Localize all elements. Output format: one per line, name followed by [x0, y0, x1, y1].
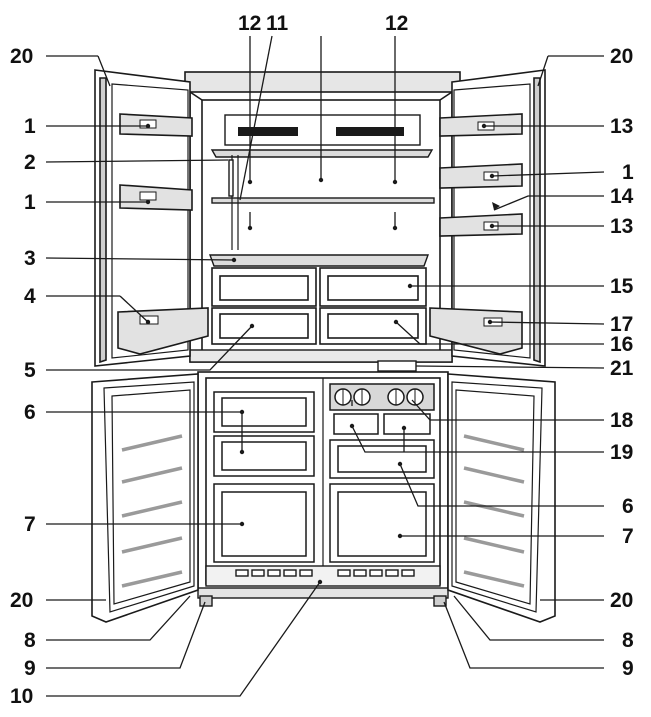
control-panel [224, 114, 421, 146]
callout-18: 18 [610, 409, 634, 432]
callout-12-right: 12 [385, 12, 408, 35]
callout-13-b: 13 [610, 215, 633, 238]
callout-16: 16 [610, 333, 633, 356]
callout-10: 10 [10, 685, 33, 708]
left-freezer-door [91, 373, 199, 623]
callout-8-left: 8 [24, 629, 36, 652]
callout-20-bottom-left: 20 [10, 589, 33, 612]
callout-15: 15 [610, 275, 634, 298]
fridge-shelves [209, 149, 435, 267]
callout-11: 11 [266, 12, 289, 35]
callout-1-left-b: 1 [24, 191, 36, 214]
freezer-base [197, 565, 449, 607]
callout-20-top-left: 20 [10, 45, 33, 68]
callout-1-left-a: 1 [24, 115, 36, 138]
callout-13-a: 13 [610, 115, 633, 138]
callout-5: 5 [24, 359, 36, 382]
callout-21: 21 [610, 357, 634, 380]
callout-20-top-right: 20 [610, 45, 633, 68]
callout-14: 14 [610, 185, 634, 208]
left-fridge-door [94, 69, 209, 367]
ice-maker [329, 383, 435, 435]
freezer-right-drawers [329, 439, 435, 563]
callout-7-left: 7 [24, 513, 36, 536]
callout-17: 17 [610, 313, 633, 336]
callout-6-left: 6 [24, 401, 36, 424]
arrow-14 [492, 202, 500, 210]
leader-lines [45, 35, 605, 697]
callout-2: 2 [24, 151, 36, 174]
callout-9-right: 9 [622, 657, 634, 680]
callout-12-left: 12 [238, 12, 261, 35]
fridge-drawers [211, 267, 427, 345]
callout-7-right: 7 [622, 525, 634, 548]
callout-20-bottom-right: 20 [610, 589, 633, 612]
callout-labels: 12 11 12 20 1 2 1 3 4 5 6 7 20 8 9 10 20… [10, 12, 634, 708]
divider-strip [189, 349, 453, 372]
leader-dots [145, 123, 495, 585]
callout-1-right: 1 [622, 161, 634, 184]
right-freezer-door [447, 373, 556, 623]
callout-8-right: 8 [622, 629, 634, 652]
callout-3: 3 [24, 247, 36, 270]
callout-4: 4 [24, 285, 36, 308]
callout-6-right: 6 [622, 495, 634, 518]
callout-9-left: 9 [24, 657, 36, 680]
callout-19: 19 [610, 441, 633, 464]
